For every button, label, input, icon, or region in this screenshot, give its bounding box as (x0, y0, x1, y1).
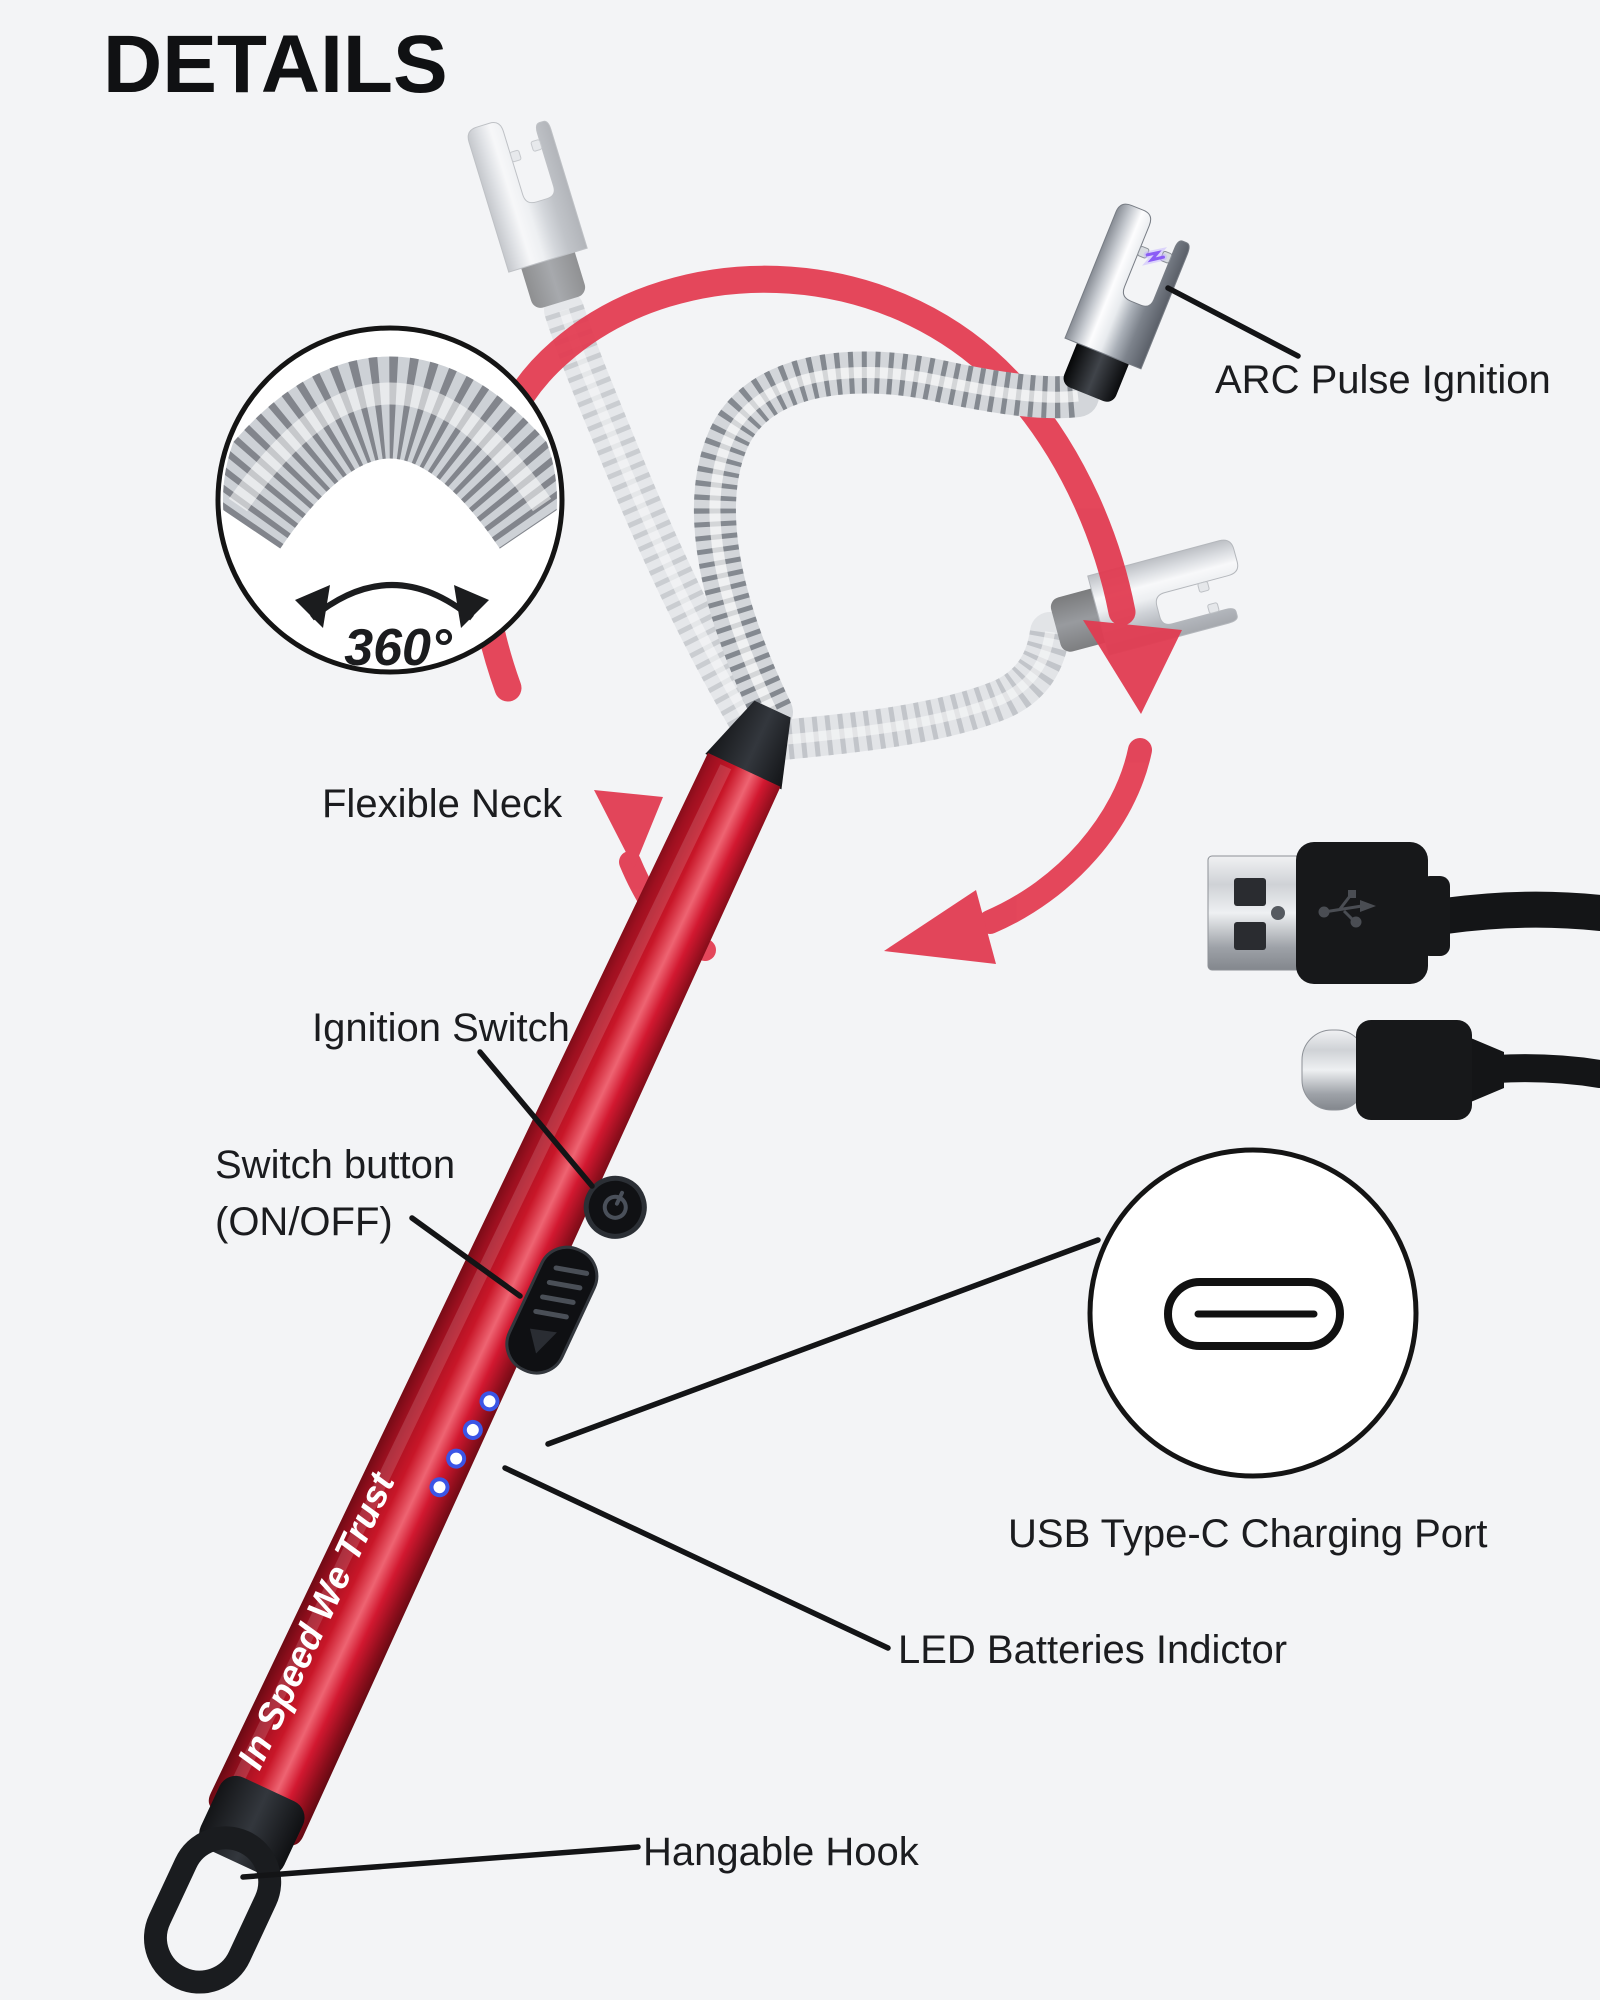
rotation-degrees-text: 360° (344, 619, 453, 677)
led-dot (446, 1448, 467, 1469)
led-dot (462, 1419, 483, 1440)
usb-charging-port-label: USB Type-C Charging Port (1008, 1512, 1488, 1556)
rotation-range-arrow-icon (295, 582, 489, 628)
rotation-badge-circle: 360° (215, 325, 565, 677)
usb-c-plug-icon (1301, 1020, 1600, 1120)
neck-texture-closeup (223, 356, 557, 550)
arc-lighter-head (1047, 200, 1197, 411)
switch-button-label-line2: (ON/OFF) (215, 1200, 393, 1244)
leader-line-hangable-hook (240, 1844, 641, 1880)
switch-button-label-line1: Switch button (215, 1143, 456, 1187)
led-battery-indicator (429, 1391, 500, 1498)
end-cap (199, 1775, 305, 1876)
rotation-arrowhead (884, 890, 996, 964)
hangable-hook-loop (143, 1826, 282, 1994)
leader-line-led-indicator (502, 1465, 891, 1651)
led-battery-indicator-label: LED Batteries Indictor (898, 1628, 1288, 1672)
lighter-body: In Speed We Trust (143, 700, 791, 1994)
ghost-neck-left (464, 106, 780, 760)
usb-a-plug-icon (1207, 842, 1600, 984)
usb-trident-icon (1318, 890, 1376, 928)
usb-c-port-inset (1087, 1147, 1419, 1479)
flexible-neck (693, 351, 1099, 733)
rotation-arrowhead (594, 790, 663, 868)
rotation-arrowhead (1083, 620, 1182, 714)
page-title: DETAILS (103, 19, 448, 110)
leader-line-switch-button (409, 1215, 523, 1299)
led-dot (429, 1477, 450, 1498)
on-off-slider-switch (505, 1245, 599, 1375)
leader-line-ignition-switch (477, 1049, 595, 1189)
ignition-switch-button (583, 1175, 647, 1239)
ignition-switch-label: Ignition Switch (312, 1006, 570, 1050)
ghost-neck-right (742, 537, 1253, 762)
leader-line-usb-port (545, 1237, 1101, 1447)
hangable-hook-label: Hangable Hook (643, 1830, 919, 1874)
power-icon (602, 1190, 628, 1220)
leader-line-arc-ignition (1165, 285, 1301, 359)
ghost-head-left (464, 106, 601, 315)
neck-collar (705, 700, 791, 790)
arc-pulse-ignition-label: ARC Pulse Ignition (1215, 358, 1551, 402)
led-dot (479, 1391, 500, 1412)
flexible-neck-label: Flexible Neck (322, 782, 563, 826)
arc-spark-icon (1142, 247, 1168, 266)
